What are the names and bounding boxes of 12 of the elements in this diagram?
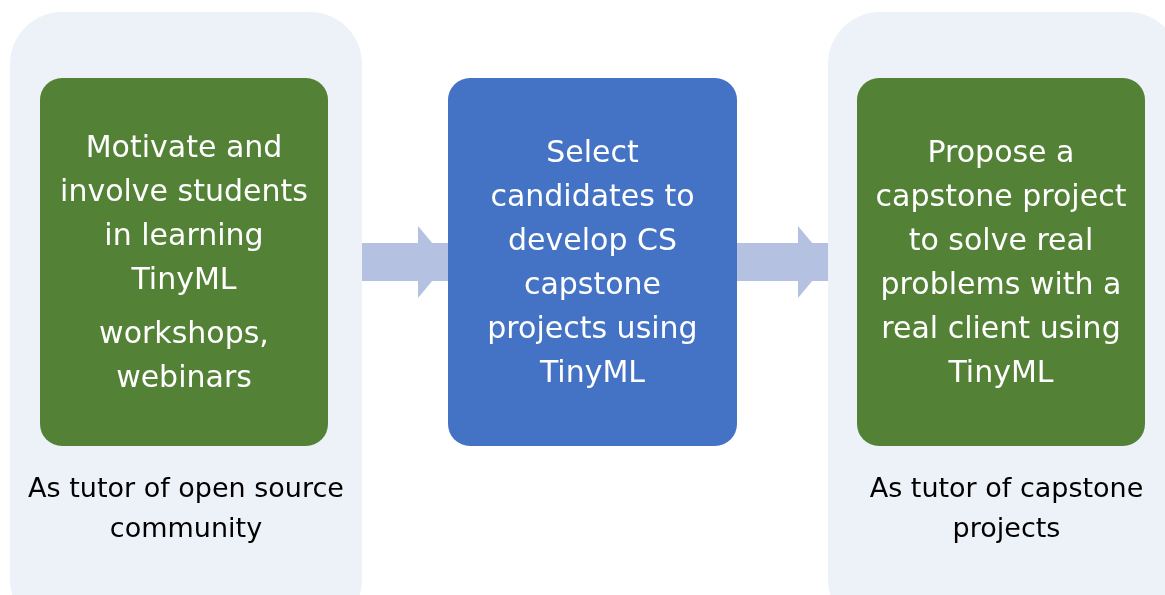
panel-background bbox=[828, 12, 1165, 595]
box-text: Propose a capstone project to solve real problems with a real client using TinyML bbox=[874, 133, 1128, 391]
box-text: workshops, webinars bbox=[98, 314, 270, 396]
process-box bbox=[857, 78, 1145, 446]
panel-caption: As tutor of capstone projects bbox=[868, 471, 1145, 545]
panel-background bbox=[10, 12, 362, 595]
process-box bbox=[448, 78, 737, 446]
process-box bbox=[40, 78, 328, 446]
block-arrow bbox=[737, 226, 828, 298]
block-arrow bbox=[362, 226, 448, 298]
box-text: Select candidates to develop CS capstone projects using TinyML bbox=[486, 133, 699, 391]
panel-caption: As tutor of open source community bbox=[27, 471, 345, 545]
